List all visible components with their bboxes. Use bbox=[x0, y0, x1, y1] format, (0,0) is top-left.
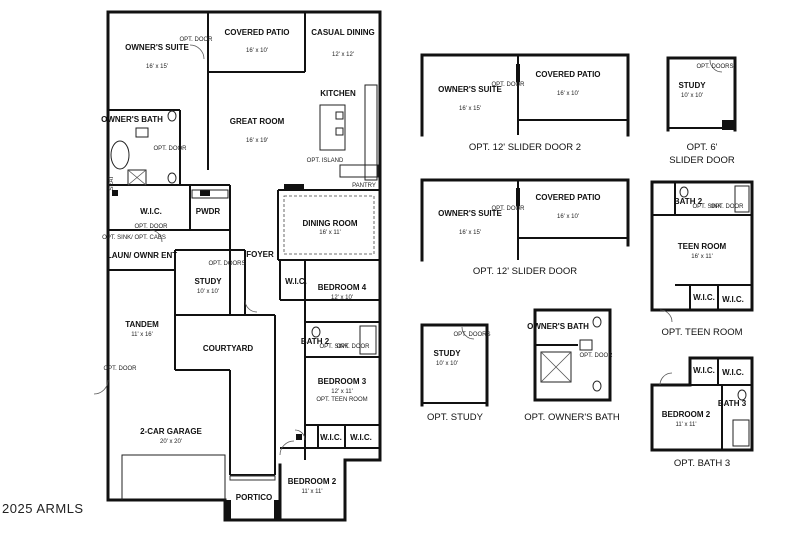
laundry-label: LAUN/ OWNR ENT bbox=[107, 251, 177, 260]
slider-door: OPT. DOOR bbox=[491, 206, 525, 212]
study-dim: 10' x 10' bbox=[197, 289, 219, 295]
opt-island-label: OPT. ISLAND bbox=[307, 158, 344, 164]
opt-doors-study: OPT. DOORS bbox=[208, 261, 245, 267]
slider-caption: OPT. 12' SLIDER DOOR bbox=[473, 266, 577, 277]
opt-door-garage: OPT. DOOR bbox=[103, 366, 137, 372]
bedroom2-dim: 11' x 11' bbox=[301, 489, 322, 495]
bedroom3-label: BEDROOM 3 bbox=[318, 377, 367, 386]
ownersbath-label: OWNER'S BATH bbox=[527, 322, 589, 331]
slider2-patio-label: COVERED PATIO bbox=[535, 70, 600, 79]
bath2-label: BATH 2 bbox=[301, 337, 330, 346]
study-opt-label: STUDY bbox=[433, 349, 461, 358]
bath3-wic1: W.I.C. bbox=[693, 366, 715, 375]
covered-patio-dim: 16' x 10' bbox=[246, 48, 268, 54]
portico-label: PORTICO bbox=[236, 493, 272, 502]
owners-suite-label: OWNER'S SUITE bbox=[125, 43, 189, 52]
owners-suite-dim: 16' x 15' bbox=[146, 64, 168, 70]
opt-door-bath: OPT. DOOR bbox=[153, 146, 187, 152]
teen-room-label: TEEN ROOM bbox=[678, 242, 727, 251]
option-bath3-walls bbox=[650, 356, 754, 452]
tandem-dim: 11' x 16' bbox=[131, 332, 153, 338]
option-slider-walls bbox=[420, 178, 630, 262]
great-room-label: GREAT ROOM bbox=[230, 117, 285, 126]
ownersbath-caption: OPT. OWNER'S BATH bbox=[524, 412, 620, 423]
option-slider6-walls bbox=[666, 56, 737, 132]
ownersbath-door: OPT. DOOR bbox=[579, 353, 613, 359]
opt-door-bath2: OPT. DOOR bbox=[336, 344, 370, 350]
dining-room-dim: 16' x 11' bbox=[319, 230, 341, 236]
slider6-study-dim: 10' x 10' bbox=[681, 93, 703, 99]
opt-door-suite: OPT. DOOR bbox=[179, 37, 213, 43]
covered-patio-label: COVERED PATIO bbox=[224, 28, 289, 37]
option-slider2-walls bbox=[420, 53, 630, 137]
study-caption: OPT. STUDY bbox=[427, 412, 484, 423]
dining-room-label: DINING ROOM bbox=[302, 219, 357, 228]
bath3-caption: OPT. BATH 3 bbox=[674, 458, 730, 469]
seat-label: SEAT bbox=[109, 175, 115, 191]
slider2-caption: OPT. 12' SLIDER DOOR 2 bbox=[469, 142, 581, 153]
slider-suite-dim: 16' x 15' bbox=[459, 230, 481, 236]
slider6-caption-1: OPT. 6' bbox=[687, 142, 718, 153]
teen-room-dim: 16' x 11' bbox=[691, 254, 713, 260]
slider6-caption-2: SLIDER DOOR bbox=[669, 155, 735, 166]
foyer-label: FOYER bbox=[246, 250, 274, 259]
option-ownersbath-walls bbox=[533, 308, 612, 402]
slider2-suite-label: OWNER'S SUITE bbox=[438, 85, 502, 94]
bath3-bath-label: BATH 3 bbox=[718, 399, 747, 408]
wic-b3a-label: W.I.C. bbox=[320, 433, 342, 442]
pantry-label: PANTRY bbox=[352, 183, 376, 189]
slider2-door: OPT. DOOR bbox=[491, 82, 525, 88]
bedroom3-note: OPT. TEEN ROOM bbox=[316, 397, 367, 403]
opt-sink-bath2: OPT. SINK bbox=[319, 344, 348, 350]
slider6-doors: OPT. DOORS bbox=[696, 64, 733, 70]
teen-door: OPT. DOOR bbox=[710, 204, 744, 210]
copyright-watermark: 2025 ARMLS bbox=[2, 501, 84, 516]
teen-caption: OPT. TEEN ROOM bbox=[661, 327, 742, 338]
opt-sink-cabs: OPT. SINK/ OPT. CABS bbox=[102, 235, 166, 241]
casual-dining-label: CASUAL DINING bbox=[311, 28, 374, 37]
bath3-wic2: W.I.C. bbox=[722, 368, 744, 377]
slider2-suite-dim: 16' x 15' bbox=[459, 106, 481, 112]
opt-door-wic: OPT. DOOR bbox=[134, 224, 168, 230]
garage-dim: 20' x 20' bbox=[160, 439, 182, 445]
slider-suite-label: OWNER'S SUITE bbox=[438, 209, 502, 218]
kitchen-label: KITCHEN bbox=[320, 89, 356, 98]
great-room-dim: 16' x 19' bbox=[246, 138, 268, 144]
teen-wic2: W.I.C. bbox=[722, 295, 744, 304]
courtyard-label: COURTYARD bbox=[203, 344, 254, 353]
bedroom2-label: BEDROOM 2 bbox=[288, 477, 337, 486]
pwdr-label: PWDR bbox=[196, 207, 221, 216]
bath3-room-dim: 11' x 11' bbox=[675, 422, 696, 428]
slider2-patio-dim: 16' x 10' bbox=[557, 91, 579, 97]
option-teen-walls bbox=[650, 180, 754, 323]
bedroom3-dim: 12' x 11' bbox=[331, 389, 353, 395]
wic-b4-label: W.I.C. bbox=[285, 277, 307, 286]
slider-patio-dim: 16' x 10' bbox=[557, 214, 579, 220]
bedroom4-dim: 12' x 10' bbox=[331, 295, 353, 301]
wic-label: W.I.C. bbox=[140, 207, 162, 216]
teen-bath-label: BATH 2 bbox=[674, 197, 703, 206]
tandem-label: TANDEM bbox=[125, 320, 159, 329]
option-study-walls bbox=[420, 323, 489, 407]
owners-bath-label: OWNER'S BATH bbox=[101, 115, 163, 124]
wic-b3b-label: W.I.C. bbox=[350, 433, 372, 442]
casual-dining-dim: 12' x 12' bbox=[332, 52, 354, 58]
study-opt-dim: 10' x 10' bbox=[436, 361, 458, 367]
study-label: STUDY bbox=[194, 277, 222, 286]
garage-label: 2-CAR GARAGE bbox=[140, 427, 202, 436]
bath3-room-label: BEDROOM 2 bbox=[662, 410, 711, 419]
teen-wic1: W.I.C. bbox=[693, 293, 715, 302]
slider-patio-label: COVERED PATIO bbox=[535, 193, 600, 202]
teen-sink: OPT. SINK bbox=[692, 204, 721, 210]
bedroom4-label: BEDROOM 4 bbox=[318, 283, 367, 292]
main-plan-walls bbox=[93, 10, 382, 522]
study-opt-doors: OPT. DOORS bbox=[453, 332, 490, 338]
slider6-study-label: STUDY bbox=[678, 81, 706, 90]
